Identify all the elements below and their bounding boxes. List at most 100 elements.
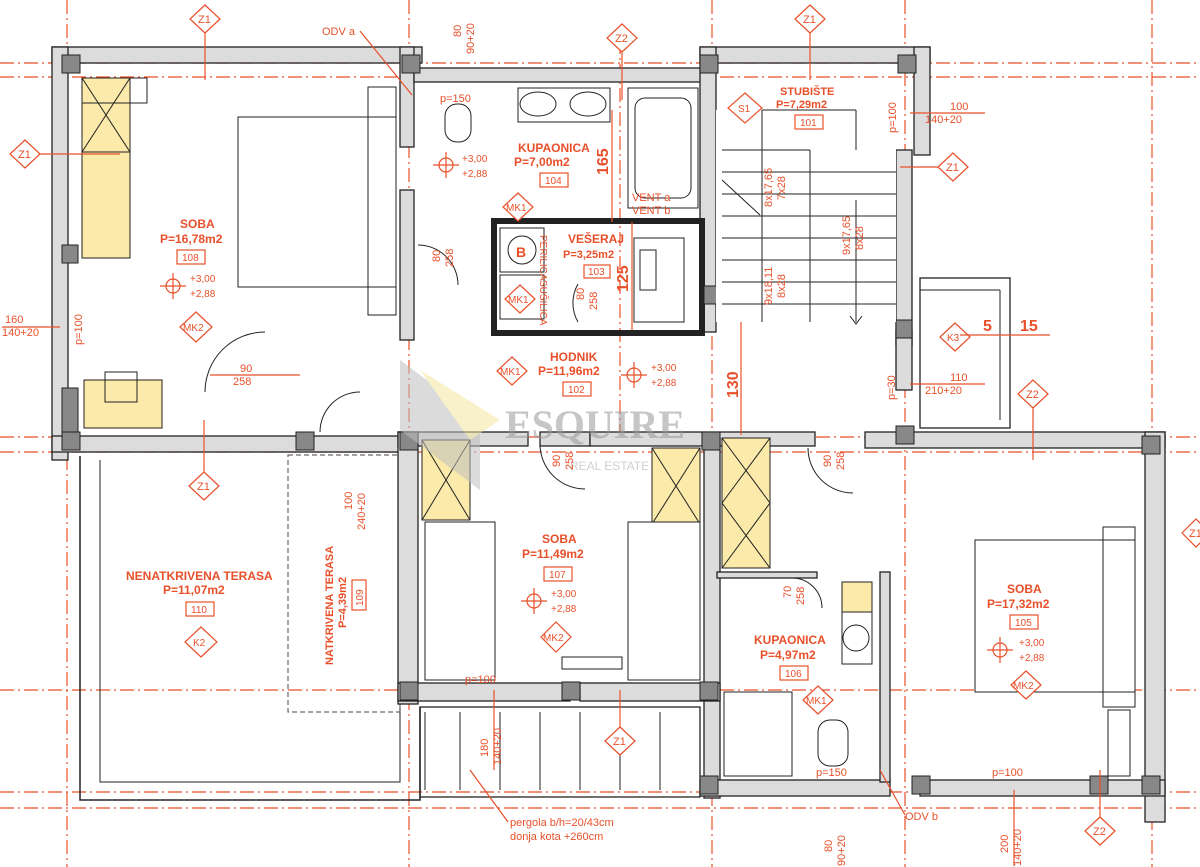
room-area: P=3,25m2 (563, 249, 614, 261)
room-soba-105: SOBA P=17,32m2 105 +3,00 +2,88 MK2 (987, 582, 1050, 700)
level-1: +3,00 (1019, 638, 1045, 649)
svg-text:258: 258 (233, 376, 251, 388)
label-odv-b: ODV b (905, 811, 938, 823)
room-veseraj-103: VEŠERAJ P=3,25m2 103 MK1 B PERILICA SUŠI… (504, 192, 671, 326)
svg-text:Z1: Z1 (946, 162, 959, 174)
mark-k3: K3 (939, 322, 971, 352)
svg-text:258: 258 (795, 587, 807, 605)
svg-text:160: 160 (5, 314, 23, 326)
room-kupaonica-106: KUPAONICA P=4,97m2 106 MK1 (754, 633, 834, 715)
svg-text:258: 258 (564, 452, 576, 470)
level-2: +2,88 (1019, 653, 1045, 664)
svg-text:Z2: Z2 (615, 33, 628, 45)
level-2: +2,88 (190, 289, 216, 300)
watermark-brand: ESQUIRE (505, 402, 685, 447)
svg-text:15: 15 (1020, 318, 1038, 335)
room-number: 109 (355, 589, 366, 606)
axis-markers: Z1 Z2 Z1 Z1 Z1 Z2 Z1 Z1 Z2 Z1 (9, 4, 1200, 846)
svg-text:258: 258 (835, 452, 847, 470)
room-area: P=17,32m2 (987, 597, 1050, 611)
svg-text:130: 130 (725, 371, 742, 398)
room-mark: MK2 (1013, 681, 1034, 692)
svg-text:80: 80 (575, 288, 587, 300)
level-1: +3,00 (462, 154, 488, 165)
room-name: SOBA (542, 532, 577, 546)
axis-marker-z2-top: Z2 (606, 23, 638, 53)
room-name: SOBA (1007, 582, 1042, 596)
room-name: NATKRIVENA TERASA (324, 546, 336, 665)
svg-text:90+20: 90+20 (836, 835, 848, 866)
room-kupaonica-104: KUPAONICA P=7,00m2 104 +3,00 +2,88 MK1 (433, 141, 590, 222)
level-2: +2,88 (551, 604, 577, 615)
svg-text:Z1: Z1 (803, 14, 816, 26)
room-name: HODNIK (550, 350, 598, 364)
svg-text:90+20: 90+20 (465, 23, 477, 54)
svg-text:K3: K3 (947, 333, 960, 344)
appliance-perilica: PERILICA (537, 235, 548, 281)
svg-text:8x28: 8x28 (854, 226, 866, 250)
room-name: VEŠERAJ (568, 231, 624, 246)
svg-text:70: 70 (782, 586, 794, 598)
room-area: P=11,49m2 (522, 547, 584, 561)
room-mark: K2 (193, 638, 206, 649)
svg-text:165: 165 (595, 148, 612, 175)
room-mark: MK1 (500, 367, 521, 378)
svg-text:100: 100 (950, 101, 968, 113)
svg-text:p=30: p=30 (886, 375, 898, 400)
room-number: 110 (191, 605, 207, 616)
label-p150-top: p=150 (440, 93, 471, 105)
room-area: P=16,78m2 (160, 232, 223, 246)
room-mark: MK1 (806, 696, 827, 707)
room-mark: S1 (738, 104, 751, 115)
svg-text:80: 80 (431, 250, 443, 262)
watermark-sub: REAL ESTATE (570, 459, 649, 473)
room-area: P=4,97m2 (760, 648, 816, 662)
svg-text:p=100: p=100 (992, 767, 1023, 779)
level-1: +3,00 (651, 363, 677, 374)
room-number: 107 (549, 570, 566, 581)
furniture (81, 77, 1136, 777)
room-number: 101 (800, 118, 817, 129)
svg-text:110: 110 (950, 372, 968, 384)
svg-text:Z1: Z1 (197, 481, 210, 493)
room-mark: MK2 (543, 633, 564, 644)
room-mark: MK1 (508, 295, 529, 306)
svg-text:Z1: Z1 (18, 149, 31, 161)
room-number: 106 (785, 669, 802, 680)
svg-text:80: 80 (823, 840, 835, 852)
axis-marker-z1-right: Z1 (937, 152, 969, 182)
room-area: P=7,29m2 (776, 99, 827, 111)
svg-text:125: 125 (615, 265, 632, 292)
doors (204, 244, 854, 609)
svg-text:p=100: p=100 (887, 102, 899, 133)
room-area: P=7,00m2 (514, 155, 570, 169)
level-1: +3,00 (190, 274, 216, 285)
axis-marker-z1-bottom-left: Z1 (188, 471, 220, 501)
svg-text:90: 90 (822, 455, 834, 467)
vent-a-label: VENT a (632, 192, 671, 204)
svg-text:140+20: 140+20 (2, 327, 39, 339)
label-pergola-2: donja kota +260cm (510, 831, 603, 843)
svg-text:Z2: Z2 (1026, 389, 1039, 401)
svg-text:p=150: p=150 (816, 767, 847, 779)
svg-text:140+20: 140+20 (492, 728, 504, 765)
svg-text:Z1: Z1 (613, 736, 626, 748)
room-name: KUPAONICA (754, 633, 826, 647)
room-name: SOBA (180, 217, 215, 231)
appliance-b: B (516, 244, 526, 260)
room-area: P=11,07m2 (163, 583, 225, 597)
svg-text:90: 90 (551, 455, 563, 467)
axis-marker-z1-top-left: Z1 (189, 4, 221, 34)
svg-text:200: 200 (999, 835, 1011, 853)
level-2: +2,88 (462, 169, 488, 180)
room-hodnik-102: HODNIK P=11,96m2 102 +3,00 +2,88 MK1 (496, 350, 677, 397)
svg-text:Z1: Z1 (198, 14, 211, 26)
svg-text:p=100: p=100 (73, 314, 85, 345)
room-name: KUPAONICA (518, 141, 590, 155)
room-terasa-110: NENATKRIVENA TERASA P=11,07m2 110 K2 (126, 569, 273, 658)
svg-text:100: 100 (343, 492, 355, 510)
label-pergola-1: pergola b/h=20/43cm (510, 817, 614, 829)
svg-text:8x28: 8x28 (776, 274, 788, 298)
svg-text:258: 258 (588, 292, 600, 310)
